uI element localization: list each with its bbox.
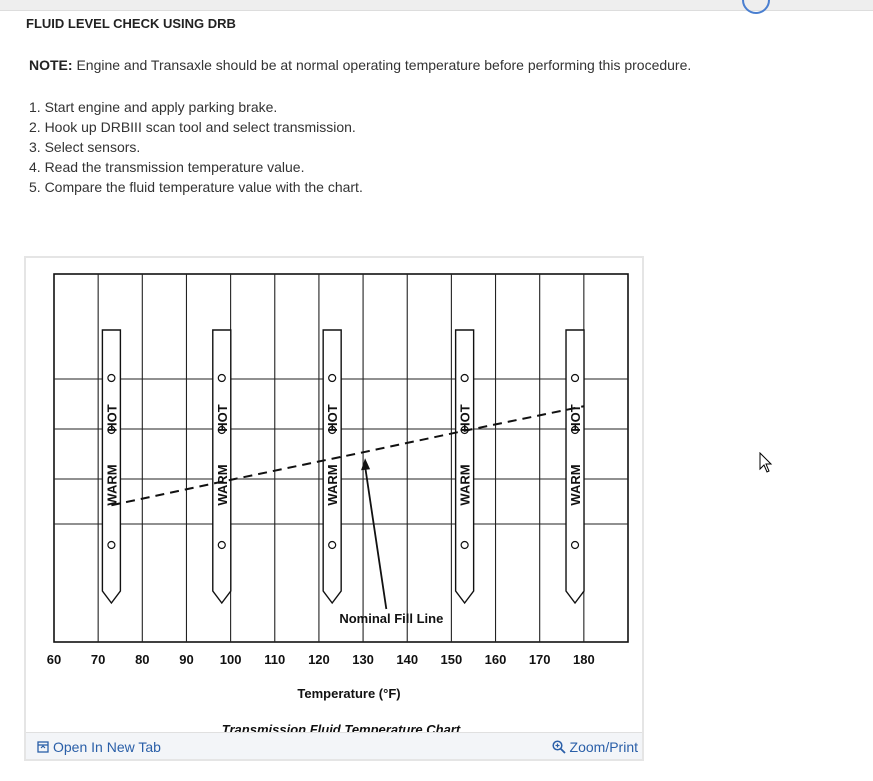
x-tick-label: 70 xyxy=(91,652,105,667)
dipstick-outline xyxy=(322,329,342,605)
dipstick-warm-label: WARM xyxy=(325,464,340,505)
x-axis-label: Temperature (°F) xyxy=(297,686,400,701)
step-item: 3. Select sensors. xyxy=(29,139,141,155)
annotation-arrow xyxy=(364,466,388,610)
step-item: 4. Read the transmission temperature val… xyxy=(29,159,305,175)
dipstick-hot-label: HOT xyxy=(568,404,583,432)
dipstick-mark xyxy=(217,425,226,435)
note-paragraph: NOTE: Engine and Transaxle should be at … xyxy=(29,57,691,73)
step-item: 1. Start engine and apply parking brake. xyxy=(29,99,278,115)
dipstick-outline xyxy=(101,329,122,605)
section-heading: FLUID LEVEL CHECK USING DRB xyxy=(26,16,236,31)
step-item: 2. Hook up DRBIII scan tool and select t… xyxy=(29,119,356,135)
dipstick-mark xyxy=(107,373,116,383)
dipstick-outline xyxy=(454,329,475,605)
dipstick-outline xyxy=(212,329,232,605)
account-circle-icon[interactable] xyxy=(742,0,770,14)
note-label: NOTE: xyxy=(29,57,73,73)
dipstick-mark xyxy=(460,540,469,550)
x-tick-label: 60 xyxy=(47,652,61,667)
x-tick-label: 130 xyxy=(352,652,374,667)
chart-figure: HOT WARM HOT WARM HOT WARM HOT WARM HOT WARM Nomin… xyxy=(24,256,644,761)
dipstick-warm-label: WARM xyxy=(215,464,230,505)
dipstick-mark xyxy=(570,425,580,435)
dipstick-hot-label: HOT xyxy=(215,404,230,432)
dipstick-outline xyxy=(565,329,585,605)
chart-title: Transmission Fluid Temperature Chart xyxy=(222,722,461,732)
dipstick-mark xyxy=(460,373,469,383)
dipstick-mark xyxy=(328,540,337,550)
x-tick-label: 80 xyxy=(135,652,149,667)
x-tick-label: 170 xyxy=(529,652,551,667)
dipstick-warm-label: WARM xyxy=(104,464,119,505)
zoom-print-link[interactable]: Zoom/Print xyxy=(551,739,638,755)
dipstick-mark xyxy=(107,540,116,550)
dipstick-warm-label: WARM xyxy=(568,464,583,505)
open-new-tab-link[interactable]: Open In New Tab xyxy=(37,739,161,755)
open-new-tab-label: Open In New Tab xyxy=(53,739,161,755)
zoom-print-label: Zoom/Print xyxy=(569,739,638,755)
dipstick-mark xyxy=(328,425,337,435)
fluid-temperature-chart[interactable]: HOT WARM HOT WARM HOT WARM HOT WARM HOT WARM Nomin… xyxy=(26,258,642,732)
top-bar xyxy=(0,0,873,14)
annotation-arrowhead xyxy=(361,458,371,471)
dipstick-hot-label: HOT xyxy=(104,404,119,432)
x-tick-label: 160 xyxy=(485,652,507,667)
x-tick-label: 90 xyxy=(179,652,193,667)
dipstick-hot-label: HOT xyxy=(458,404,473,432)
annotation-label: Nominal Fill Line xyxy=(339,611,443,626)
figure-toolbar: Open In New Tab Zoom/Print xyxy=(26,732,642,759)
dipstick-mark xyxy=(570,373,580,383)
open-new-tab-icon xyxy=(37,741,49,753)
x-tick-label: 100 xyxy=(220,652,242,667)
x-tick-label: 180 xyxy=(573,652,595,667)
dipstick-hot-label: HOT xyxy=(325,404,340,432)
mouse-pointer-icon xyxy=(759,452,773,473)
x-tick-label: 140 xyxy=(396,652,418,667)
step-item: 5. Compare the fluid temperature value w… xyxy=(29,179,363,195)
nominal-fill-line xyxy=(111,405,585,507)
dipstick-mark xyxy=(107,425,116,435)
dipstick-warm-label: WARM xyxy=(458,464,473,505)
x-tick-label: 120 xyxy=(308,652,330,667)
x-tick-label: 150 xyxy=(441,652,463,667)
dipstick-mark xyxy=(217,540,226,550)
procedure-steps: 1. Start engine and apply parking brake.… xyxy=(29,97,363,197)
dipstick-mark xyxy=(570,540,580,550)
note-text: Engine and Transaxle should be at normal… xyxy=(72,57,692,73)
zoom-icon xyxy=(551,740,566,754)
dipstick-mark xyxy=(217,373,226,383)
x-tick-label: 110 xyxy=(264,652,285,667)
dipstick-mark xyxy=(328,373,337,383)
